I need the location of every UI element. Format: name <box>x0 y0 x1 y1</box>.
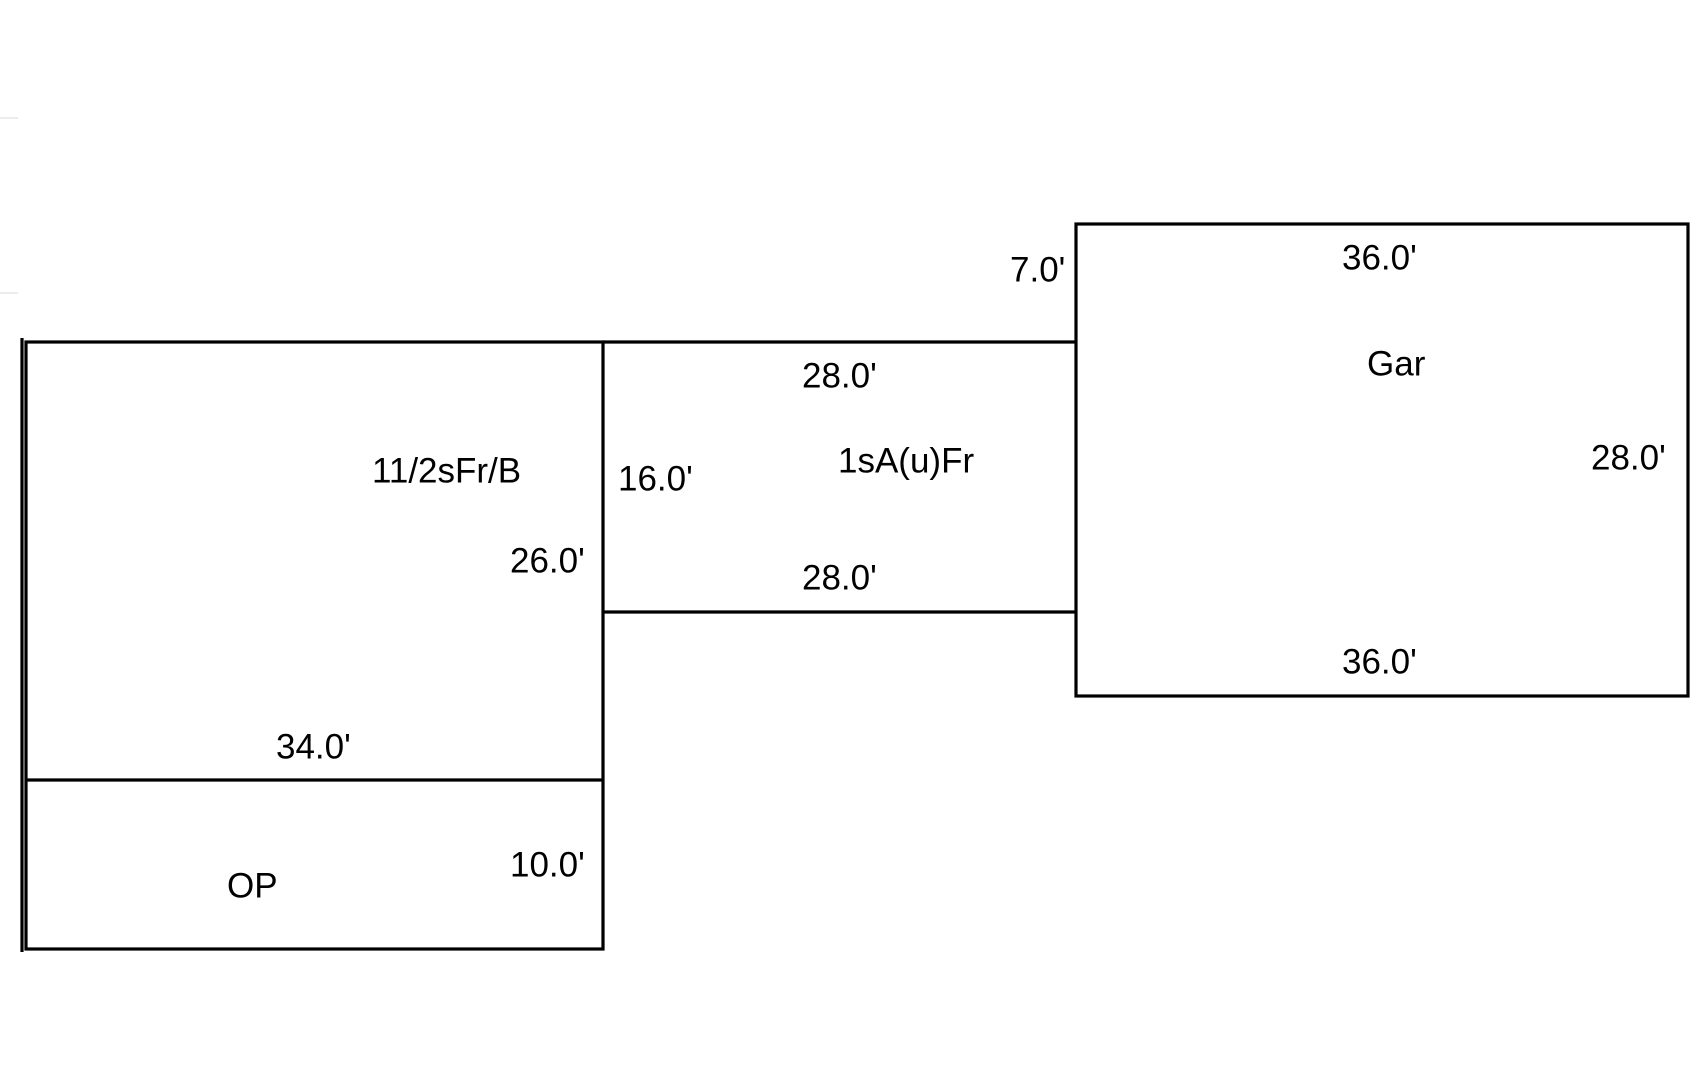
open-porch-label: OP <box>227 866 278 905</box>
main-house-outline <box>24 340 605 951</box>
porch-right-dimension: 10.0' <box>510 845 585 884</box>
addition-top-dimension: 28.0' <box>802 356 877 395</box>
main-house-right-dimension: 26.0' <box>510 541 585 580</box>
garage-outline <box>1074 222 1690 698</box>
main-house-label: 11/2sFr/B <box>372 451 521 490</box>
garage-offset-dimension: 7.0' <box>1010 250 1065 289</box>
garage-bottom-dimension: 36.0' <box>1342 642 1417 681</box>
addition-left-dimension: 16.0' <box>618 459 693 498</box>
garage-right-dimension: 28.0' <box>1591 438 1666 477</box>
garage-top-dimension: 36.0' <box>1342 238 1417 277</box>
garage-label: Gar <box>1367 344 1426 383</box>
addition-label: 1sA(u)Fr <box>838 441 974 480</box>
addition-bottom-dimension: 28.0' <box>802 558 877 597</box>
main-house-bottom-dimension: 34.0' <box>276 727 351 766</box>
